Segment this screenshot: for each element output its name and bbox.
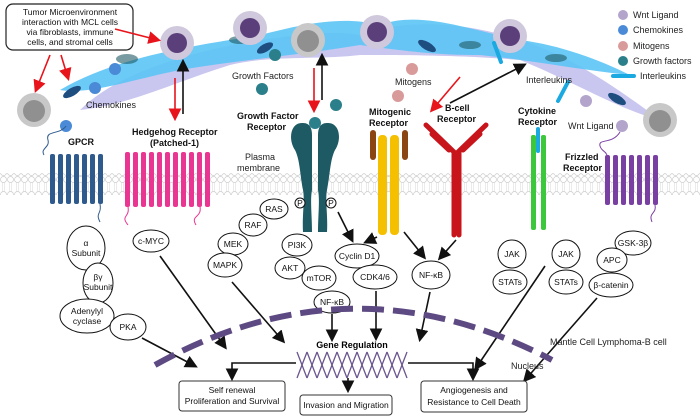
node-ras: RAS (265, 204, 283, 214)
node-jak: JAK (504, 249, 520, 259)
callout-text: Tumor Microenvironment interaction with … (22, 7, 118, 47)
node-beta-catenin: β-catenin (593, 280, 628, 290)
node-mek: MEK (224, 239, 243, 249)
node-adenylyl-cyclase: Adenylyl (71, 306, 103, 316)
legend-mitogens: Mitogens (633, 41, 670, 51)
callout-line: interaction with MCL cells (22, 17, 118, 27)
node-raf: RAF (245, 220, 262, 230)
node-akt: AKT (282, 263, 299, 273)
node-jak: JAK (558, 249, 574, 259)
gpcr-label: GPCR (68, 137, 95, 147)
cytokine-receptor-label: Cytokine (518, 106, 556, 116)
gene-regulation-label: Gene Regulation (316, 340, 388, 350)
legend-growth-factors: Growth factors (633, 56, 692, 66)
hedgehog-label: (Patched-1) (150, 138, 199, 148)
node-apc: APC (603, 255, 620, 265)
outcome-invasion (299, 394, 393, 416)
pathway-arrows (141, 211, 598, 383)
legend-wnt: Wnt Ligand (633, 10, 679, 20)
b-cell-receptor-label: B-cell (445, 103, 470, 113)
growth-factor-receptor-label: Receptor (247, 122, 287, 132)
chemokines-label: Chemokines (86, 100, 137, 110)
phospho-badge: P (297, 198, 303, 208)
dna-helix-icon (296, 351, 408, 379)
outcome-text: Self renewal (209, 385, 256, 395)
b-cell-receptor-label: Receptor (437, 114, 477, 124)
growth-factor-receptor-label: Growth Factor (237, 111, 299, 121)
mitogenic-receptor-label: Mitogenic (369, 107, 411, 117)
callout-line: via fibroblasts, immune (27, 27, 114, 37)
callout-line: Tumor Microenvironment (23, 7, 118, 17)
microenvironment-callout (5, 3, 134, 51)
growth-factor-receptor (291, 122, 339, 232)
gpcr-receptor (42, 125, 103, 223)
outcome-angiogenesis (420, 380, 528, 413)
legend-chemokines: Chemokines (633, 25, 684, 35)
mitogenic-receptor-label: Receptor (369, 118, 409, 128)
frizzled-receptor-label: Receptor (563, 163, 603, 173)
mcl-b-cell-label: Mantle Cell Lymphoma-B cell (550, 337, 667, 347)
mitogenic-receptor (370, 130, 408, 235)
phospho-badge: P (328, 198, 334, 208)
outcome-text: Angiogenesis and (440, 385, 508, 395)
node-cdk4-6: CDK4/6 (360, 272, 390, 282)
cytokine-receptor-label: Receptor (518, 117, 558, 127)
growth-factors-label: Growth Factors (232, 71, 294, 81)
plasma-membrane (0, 173, 700, 195)
node-pka: PKA (119, 322, 136, 332)
outcome-self-renewal (178, 380, 286, 412)
interleukins-label: Interleukins (526, 75, 573, 85)
outcome-arrows (225, 362, 480, 394)
node-betagamma-subunit: Subunit (84, 282, 113, 292)
node-alpha-subunit: α (84, 238, 89, 248)
legend-interleukins: Interleukins (640, 71, 687, 81)
frizzled-receptor (599, 131, 658, 223)
node-stats: STATs (498, 277, 522, 287)
hedgehog-receptor (124, 152, 210, 226)
microenvironment-cells (17, 11, 677, 137)
node-pi3k: PI3K (288, 240, 307, 250)
node-nf-kb: NF-κB (419, 270, 443, 280)
node-adenylyl-cyclase: cyclase (73, 316, 102, 326)
outcome-text: Invasion and Migration (303, 400, 389, 410)
plasma-membrane-label: membrane (237, 163, 280, 173)
nuclear-envelope (153, 305, 554, 368)
node-cyclin-d1: Cyclin D1 (339, 251, 376, 261)
callout-line: cells, and stromal cells (27, 37, 113, 47)
node-alpha-subunit: Subunit (72, 248, 101, 258)
node-mapk: MAPK (213, 260, 237, 270)
cytokine-receptor (531, 127, 546, 230)
node-mtor: mTOR (307, 273, 332, 283)
node-stats: STATs (554, 277, 578, 287)
b-cell-receptor (423, 122, 489, 238)
hedgehog-label: Hedgehog Receptor (132, 127, 218, 137)
mitogens-label: Mitogens (395, 77, 432, 87)
wnt-ligand-label: Wnt Ligand (568, 121, 614, 131)
frizzled-receptor-label: Frizzled (565, 152, 599, 162)
plasma-membrane-label: Plasma (245, 152, 275, 162)
outcome-text: Resistance to Cell Death (427, 397, 521, 407)
nucleus-label: Nucleus (511, 361, 544, 371)
node-betagamma-subunit: βγ (93, 272, 103, 282)
node-c-myc: c-MYC (138, 236, 164, 246)
outcome-text: Proliferation and Survival (185, 396, 280, 406)
node-nf-kb: NF-κB (320, 297, 344, 307)
node-gsk-3b: GSK-3β (618, 238, 649, 248)
legend: Wnt Ligand Chemokines Mitogens Growth fa… (611, 10, 692, 81)
